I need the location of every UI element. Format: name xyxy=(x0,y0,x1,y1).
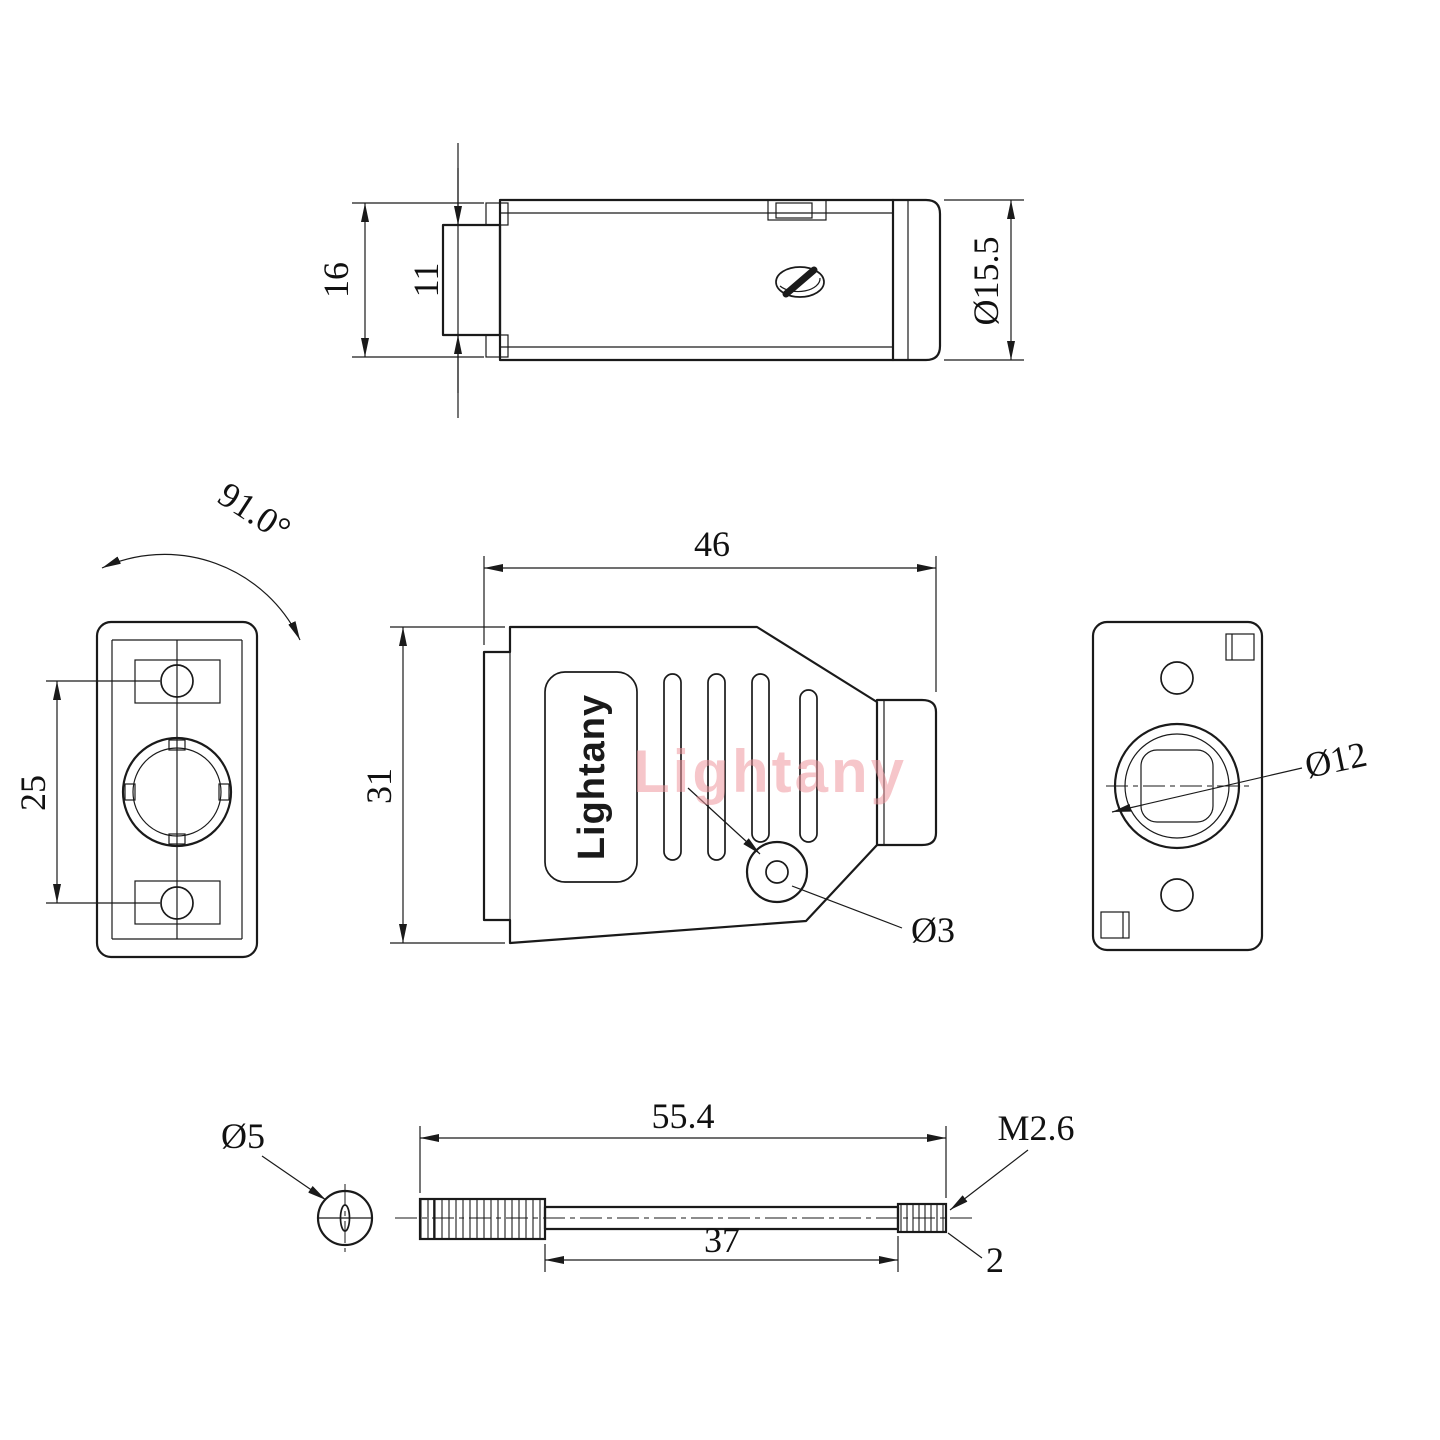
front-screw-hole-bottom xyxy=(1160,878,1194,912)
rear-view: 25 91.0° xyxy=(13,474,301,959)
dim-screw-head: Ø5 xyxy=(221,1116,265,1156)
front-latch-notch-bottom xyxy=(1100,911,1130,939)
watermark-text: Lightany xyxy=(633,738,907,805)
dim-cap-diameter: Ø15.5 xyxy=(966,237,1006,326)
grommet-leader xyxy=(1111,767,1303,813)
dim-hole-pitch: 25 xyxy=(13,775,53,811)
angle-arc xyxy=(101,553,301,641)
logo-text: Lightany xyxy=(571,694,613,860)
groove-4 xyxy=(799,689,818,843)
dim-top-height: 16 xyxy=(316,262,356,298)
top-tab-lower xyxy=(485,334,509,358)
groove-1 xyxy=(663,673,682,861)
side-view: Lightany 46 31 Ø3 xyxy=(359,524,955,950)
screw-lug-hole xyxy=(765,860,789,884)
screw-thread xyxy=(896,1202,948,1234)
groove-2 xyxy=(707,673,726,861)
screw-view: Ø5 55.4 37 M2.6 2 xyxy=(221,1096,1075,1280)
dim-thread-spec: M2.6 xyxy=(997,1108,1074,1148)
top-view: 16 11 Ø15.5 xyxy=(316,143,1024,418)
dim-thread-length: 2 xyxy=(986,1240,1004,1280)
front-latch-notch-top xyxy=(1225,633,1255,661)
cable-exit xyxy=(875,698,938,847)
dim-hood-height: 31 xyxy=(359,768,399,804)
hood-outline xyxy=(482,625,879,945)
dim-lug-hole: Ø3 xyxy=(911,910,955,950)
screw-side-detail xyxy=(775,266,825,298)
groove-3 xyxy=(751,673,770,843)
dim-rotation-angle: 91.0° xyxy=(211,474,298,550)
rear-screw-hole-bottom xyxy=(160,886,194,920)
rear-screw-hole-top xyxy=(160,664,194,698)
front-screw-hole-top xyxy=(1160,661,1194,695)
dim-hood-length: 46 xyxy=(694,524,730,564)
rear-cable-opening xyxy=(121,736,233,848)
lug-hole-leader xyxy=(687,787,761,855)
top-tab-upper xyxy=(485,202,509,226)
dim-screw-shaft-length: 37 xyxy=(704,1220,740,1260)
dim-screw-total-length: 55.4 xyxy=(652,1096,715,1136)
dim-top-inner-height: 11 xyxy=(406,263,446,298)
end-cap xyxy=(891,198,942,362)
dim-grommet-diameter: Ø12 xyxy=(1301,734,1370,786)
screw-lug xyxy=(745,840,809,904)
logo-plate xyxy=(544,671,638,883)
screw-knurl xyxy=(418,1197,547,1241)
grommet-clamp xyxy=(1140,749,1214,823)
front-view: Ø12 xyxy=(1091,620,1370,952)
latch-detail xyxy=(767,199,827,221)
